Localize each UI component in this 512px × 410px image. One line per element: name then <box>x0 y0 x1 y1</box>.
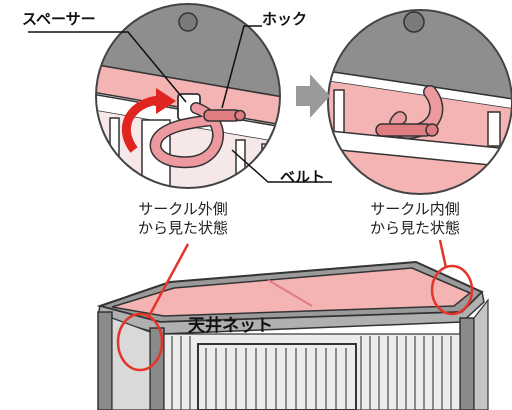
outside-highlight <box>116 312 164 372</box>
outside-caption-line-1: サークル外側 <box>138 200 228 218</box>
inside-view-caption: サークル内側 から見た状態 <box>370 200 460 238</box>
inside-caption-line-2: から見た状態 <box>370 218 461 237</box>
hook-label: ホック <box>262 10 308 28</box>
inside-detail-view <box>327 9 512 195</box>
belt-label: ベルト <box>280 168 326 186</box>
spacer-label: スペーサー <box>22 10 96 28</box>
outside-caption-line-2: から見た状態 <box>138 218 229 237</box>
inside-highlight <box>430 264 474 316</box>
roof-net-label: 天井ネット <box>188 316 273 336</box>
outside-view-caption: サークル外側 から見た状態 <box>138 200 228 238</box>
circle-cage <box>96 239 489 410</box>
inside-caption-line-1: サークル内側 <box>370 200 460 218</box>
curved-arrow-icon <box>121 95 161 153</box>
label-leaders <box>28 25 332 183</box>
outside-detail-view <box>95 3 281 189</box>
right-arrow-icon <box>296 74 330 118</box>
